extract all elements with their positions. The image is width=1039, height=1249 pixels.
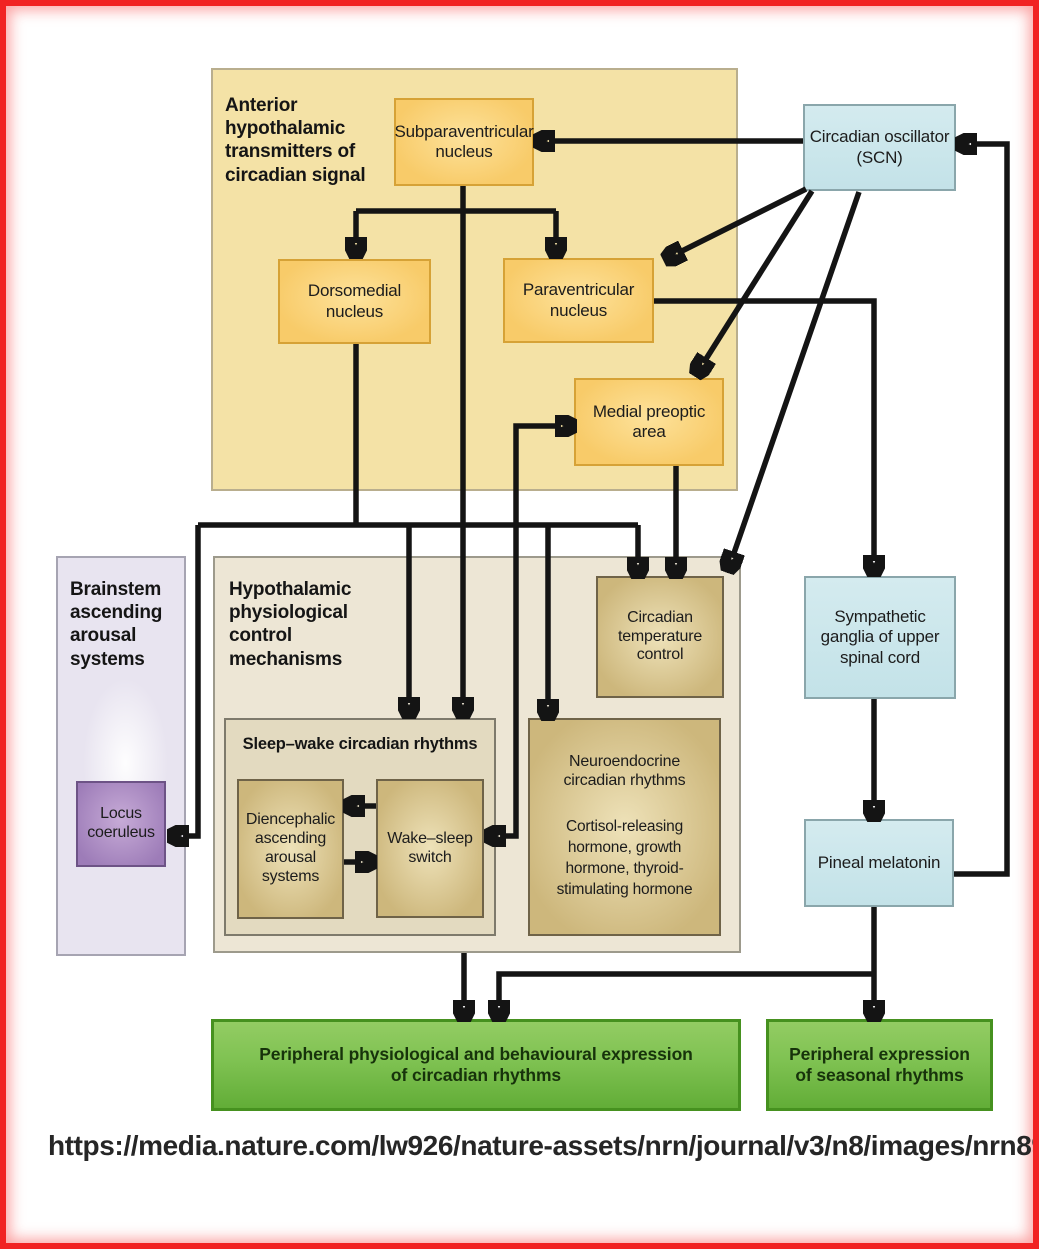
node-label: Medial preoptic area <box>592 401 706 441</box>
node-peripheral-circadian-expression: Peripheral physiological and behavioural… <box>211 1019 741 1111</box>
node-medial-preoptic-area: Medial preoptic area <box>574 378 724 466</box>
arrow-pineal-to-circadian-expression <box>499 971 874 1001</box>
node-label: Sympathetic ganglia of upper spinal cord <box>820 607 940 667</box>
node-paraventricular-nucleus: Paraventricular nucleus <box>503 258 654 343</box>
node-subparaventricular-nucleus: Subparaventricular nucleus <box>394 98 534 186</box>
node-dorsomedial-nucleus: Dorsomedial nucleus <box>278 259 431 344</box>
panel-anterior-title: Anterior hypothalamic transmitters of ci… <box>225 95 366 186</box>
panel-brainstem: Brainstem ascending arousal systems <box>56 556 186 956</box>
arrow-pineal-feedback-to-scn <box>954 144 1010 877</box>
node-label: Diencephalic ascending arousal systems <box>245 811 336 885</box>
node-circadian-oscillator-scn: Circadian oscillator (SCN) <box>803 104 956 191</box>
node-label: Dorsomedial nucleus <box>307 281 402 321</box>
node-neuroendocrine-rhythms: Neuroendocrine circadian rhythms Cortiso… <box>528 718 721 936</box>
panel-brainstem-title: Brainstem ascending arousal systems <box>70 579 163 670</box>
node-circadian-temperature-control: Circadian temperature control <box>596 576 724 698</box>
node-sublabel: Cortisol-releasing hormone, growth hormo… <box>556 818 693 898</box>
node-label: Paraventricular nucleus <box>522 280 635 320</box>
node-label: Circadian oscillator (SCN) <box>809 127 950 167</box>
panel-sleep-wake-title: Sleep–wake circadian rhythms <box>242 735 478 753</box>
node-label: Wake–sleep switch <box>387 829 473 866</box>
node-label: Peripheral expression of seasonal rhythm… <box>789 1044 970 1085</box>
node-label: Peripheral physiological and behavioural… <box>259 1044 693 1085</box>
node-pineal-melatonin: Pineal melatonin <box>804 819 954 907</box>
node-peripheral-seasonal-expression: Peripheral expression of seasonal rhythm… <box>766 1019 993 1111</box>
arrow-scn-to-temperature-control <box>734 191 862 553</box>
source-url-caption: https://media.nature.com/lw926/nature-as… <box>48 1130 1039 1161</box>
node-label: Pineal melatonin <box>817 852 941 872</box>
node-diencephalic-arousal-systems: Diencephalic ascending arousal systems <box>237 779 344 919</box>
node-locus-coeruleus: Locus coeruleus <box>76 781 166 867</box>
node-label: Neuroendocrine circadian rhythms <box>563 753 686 790</box>
node-label: Circadian temperature control <box>617 608 703 664</box>
panel-hypothalamic-title: Hypothalamic physiological control mecha… <box>229 579 352 670</box>
arrow-bus-to-locus-coeruleus <box>188 525 201 836</box>
node-sympathetic-ganglia: Sympathetic ganglia of upper spinal cord <box>804 576 956 699</box>
node-label: Locus coeruleus <box>87 805 155 841</box>
node-label: Subparaventricular nucleus <box>394 121 534 161</box>
node-wake-sleep-switch: Wake–sleep switch <box>376 779 484 918</box>
